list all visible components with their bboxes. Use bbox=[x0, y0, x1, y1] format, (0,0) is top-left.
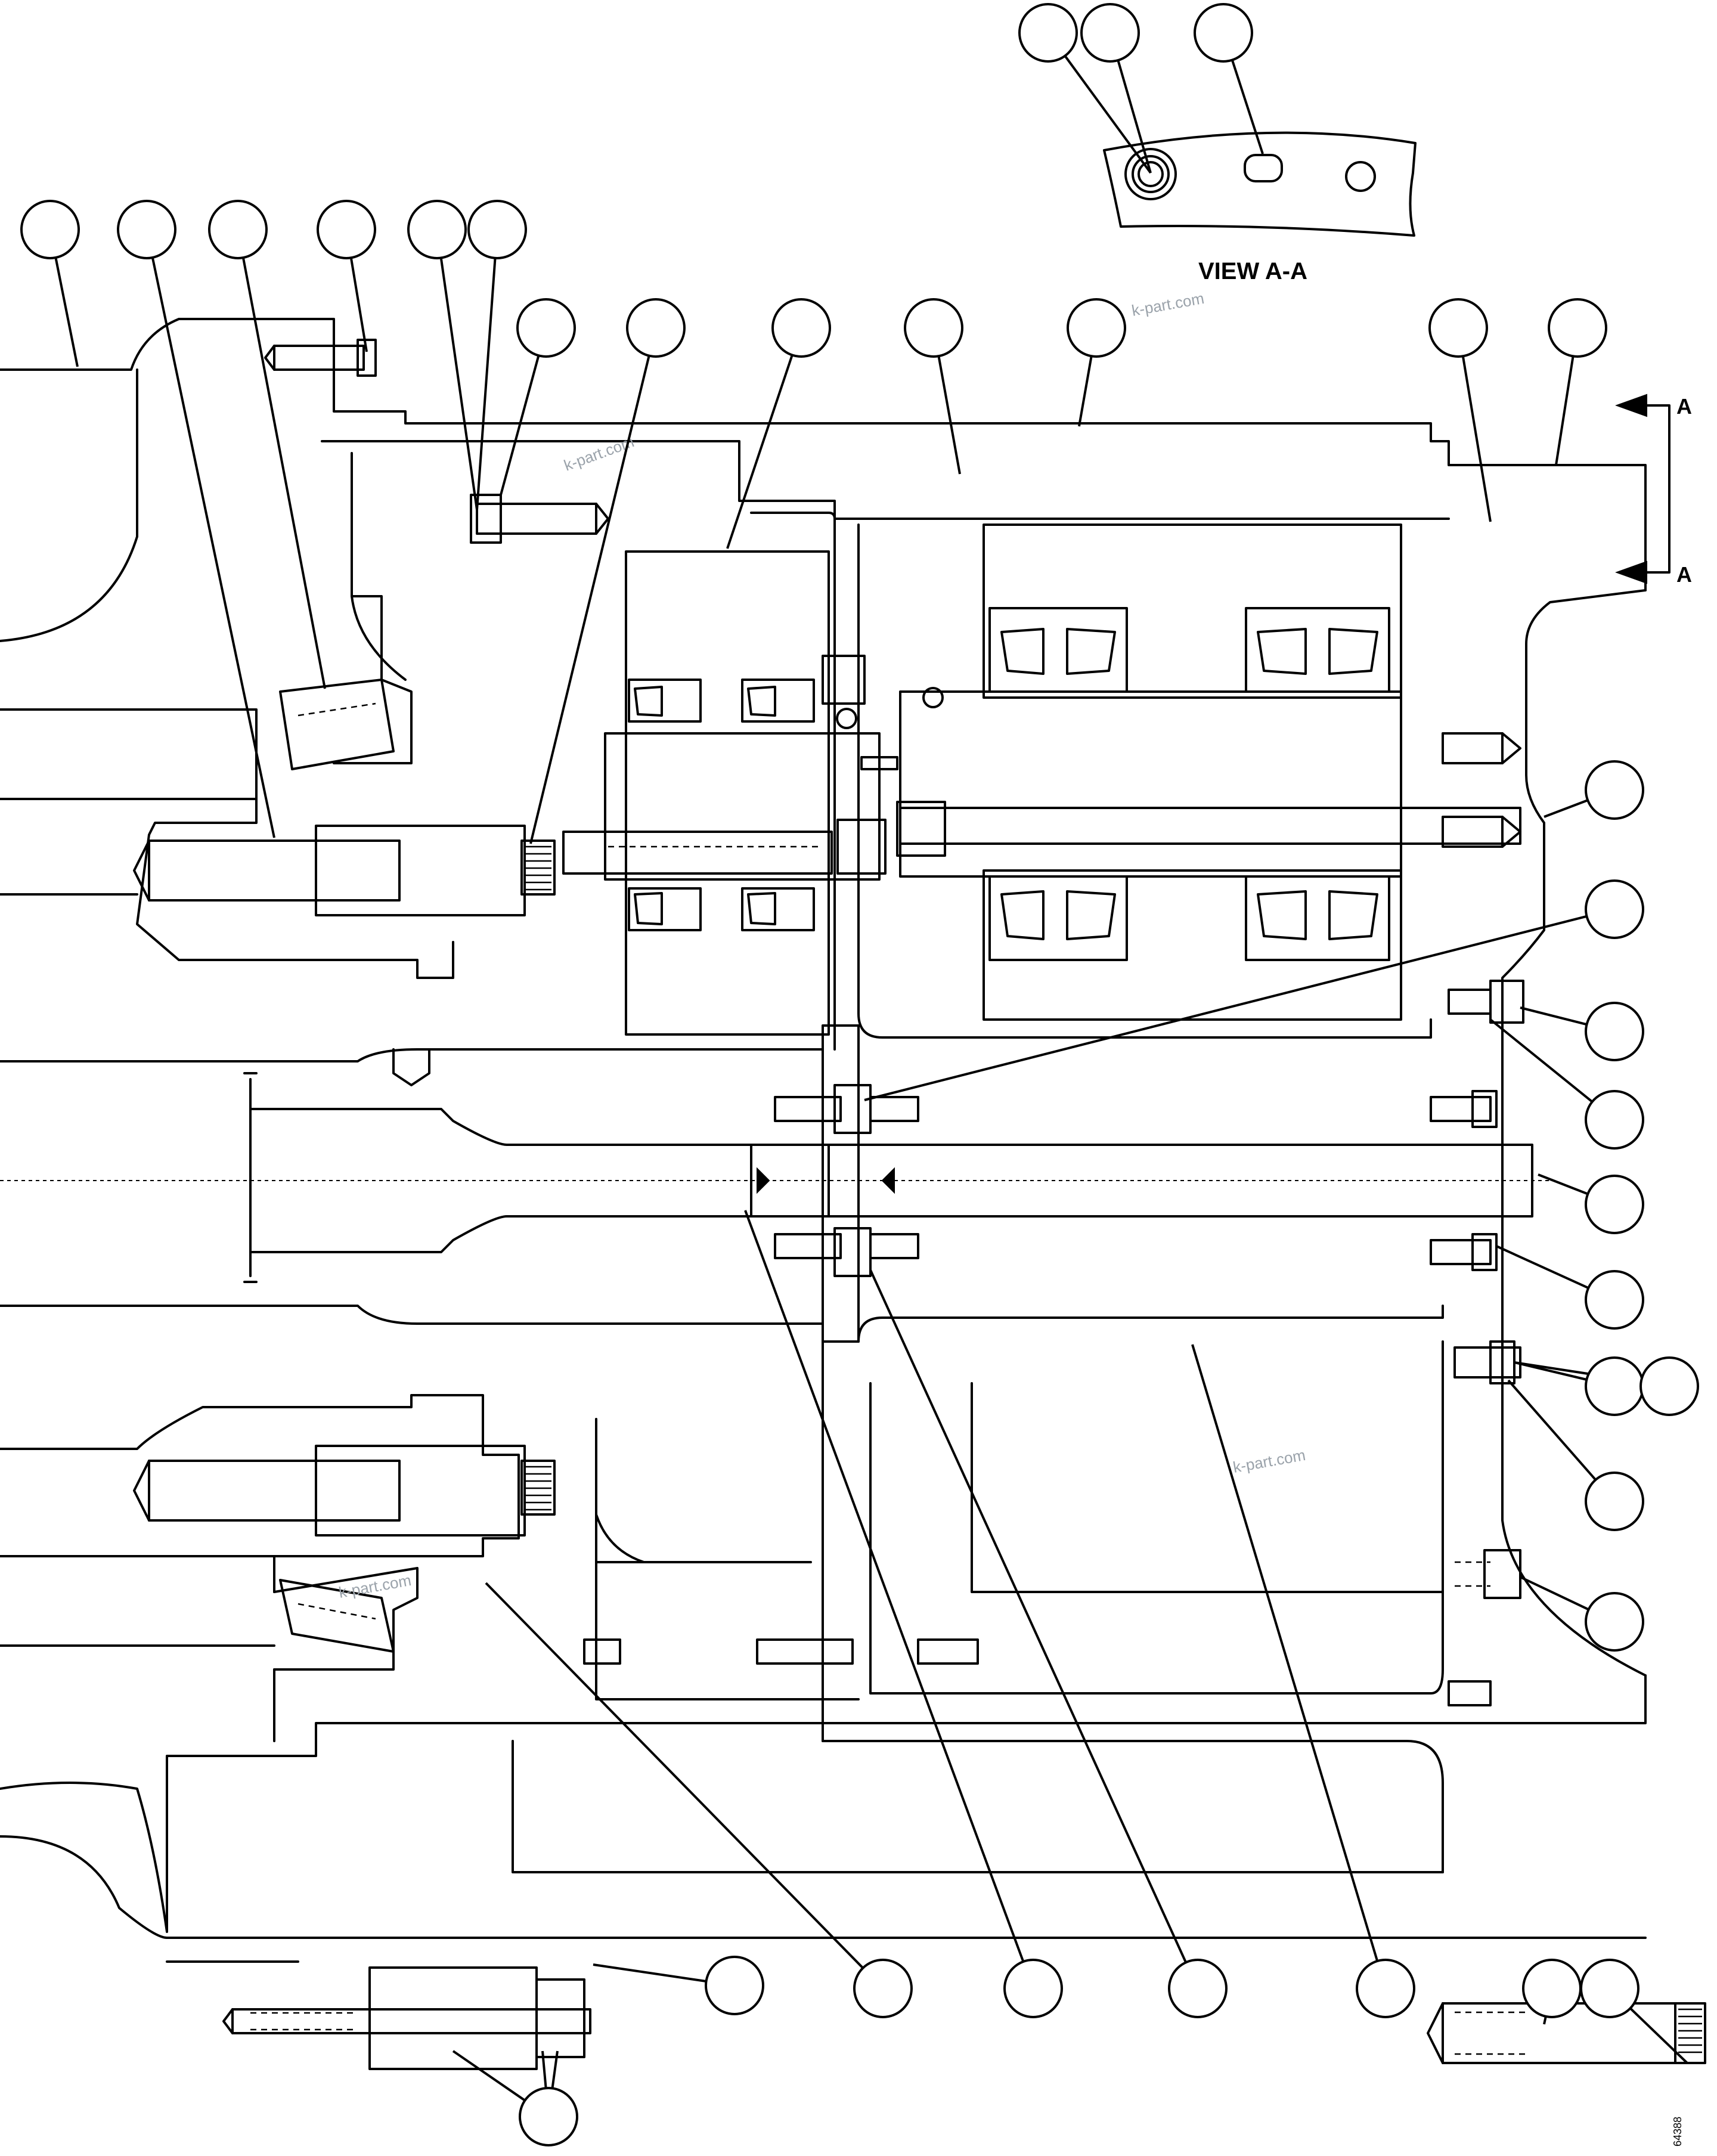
spline bbox=[520, 840, 1706, 2064]
watermark: k-part.com bbox=[1232, 1446, 1307, 1476]
drawing-code: 64388 bbox=[1672, 2117, 1684, 2146]
leader-line bbox=[1496, 1245, 1589, 1289]
section-letter-bottom: A bbox=[1676, 562, 1692, 587]
callout-balloon[interactable] bbox=[771, 298, 831, 358]
leader-line bbox=[54, 257, 79, 367]
callout-balloon[interactable] bbox=[1585, 1270, 1644, 1330]
callout-balloon[interactable] bbox=[1585, 1356, 1644, 1416]
callout-balloon[interactable] bbox=[1194, 3, 1253, 63]
callout-balloon[interactable] bbox=[1003, 1959, 1063, 2018]
leader-line bbox=[1507, 1379, 1597, 1481]
callout-balloon[interactable] bbox=[1018, 3, 1078, 63]
leader-line bbox=[593, 1963, 706, 1982]
callout-balloon[interactable] bbox=[519, 2087, 578, 2146]
callout-balloon[interactable] bbox=[1585, 1002, 1644, 1061]
leader-line bbox=[1538, 1173, 1589, 1195]
callout-balloon[interactable] bbox=[1428, 298, 1488, 358]
callout-balloon[interactable] bbox=[1356, 1959, 1415, 2018]
leader-line bbox=[541, 2050, 547, 2089]
lower-housing bbox=[0, 1024, 1676, 2070]
leader-line bbox=[869, 1269, 1187, 1963]
leader-line bbox=[1544, 799, 1588, 818]
callout-balloon[interactable] bbox=[904, 298, 963, 358]
callout-balloons bbox=[20, 3, 1699, 2146]
leader-line bbox=[1543, 2016, 1547, 2025]
leader-line bbox=[551, 2050, 559, 2089]
right-bolts bbox=[583, 980, 1524, 1706]
callout-balloon[interactable] bbox=[1067, 298, 1126, 358]
leader-line bbox=[452, 2050, 526, 2102]
leader-line bbox=[1078, 355, 1093, 427]
leader-line bbox=[726, 354, 794, 549]
callout-balloon[interactable] bbox=[1580, 1959, 1639, 2018]
callout-balloon[interactable] bbox=[407, 200, 467, 259]
leader-line bbox=[1520, 1576, 1589, 1611]
leader-line bbox=[476, 258, 497, 510]
callout-balloon[interactable] bbox=[1168, 1959, 1228, 2018]
callout-balloon[interactable] bbox=[20, 200, 80, 259]
leader-line bbox=[485, 1582, 864, 1969]
callout-balloon[interactable] bbox=[1080, 3, 1140, 63]
callout-balloon[interactable] bbox=[117, 200, 176, 259]
view-title: VIEW A-A bbox=[1198, 258, 1307, 284]
leader-line bbox=[744, 1210, 1025, 1962]
leader-line bbox=[349, 258, 368, 352]
callout-balloon[interactable] bbox=[208, 200, 268, 259]
leader-line bbox=[439, 258, 478, 510]
view-a-a-inset: VIEW A-A bbox=[1103, 131, 1417, 284]
leader-line bbox=[864, 915, 1587, 1101]
callout-balloon[interactable] bbox=[1585, 1175, 1644, 1234]
leader-line bbox=[1064, 55, 1152, 174]
leader-line bbox=[500, 355, 540, 495]
leader-lines bbox=[54, 55, 1688, 2102]
callout-balloon[interactable] bbox=[1585, 1472, 1644, 1531]
callout-balloon[interactable] bbox=[853, 1959, 913, 2018]
leader-line bbox=[1520, 1006, 1587, 1026]
leader-line bbox=[1555, 356, 1575, 466]
left-bolts bbox=[133, 339, 609, 1653]
callout-balloon[interactable] bbox=[1639, 1356, 1699, 1416]
bearing-assembly-upper bbox=[520, 518, 1706, 2064]
callout-balloon[interactable] bbox=[1522, 1959, 1582, 2018]
leader-line bbox=[241, 257, 326, 689]
leader-line bbox=[1191, 1344, 1379, 1962]
callout-balloon[interactable] bbox=[626, 298, 686, 358]
leader-line bbox=[1461, 356, 1492, 522]
watermark: k-part.com bbox=[1130, 289, 1205, 320]
callout-balloon[interactable] bbox=[1585, 1090, 1644, 1150]
leader-line bbox=[151, 257, 275, 838]
roller-bearing bbox=[628, 607, 1390, 961]
callout-balloon[interactable] bbox=[516, 298, 576, 358]
callout-balloon[interactable] bbox=[467, 200, 527, 259]
callout-balloon[interactable] bbox=[1548, 298, 1607, 358]
leader-line bbox=[1117, 60, 1152, 174]
leader-line bbox=[937, 355, 961, 475]
lower-bolt bbox=[222, 1966, 591, 2070]
leader-line bbox=[1629, 2007, 1688, 2064]
leader-line bbox=[1489, 1018, 1593, 1103]
section-letter-top: A bbox=[1676, 394, 1692, 419]
callout-balloon[interactable] bbox=[1585, 879, 1644, 939]
housing bbox=[0, 318, 1647, 1939]
leader-line bbox=[529, 355, 650, 844]
section-marker: A A bbox=[1615, 394, 1692, 587]
callout-balloon[interactable] bbox=[705, 1956, 764, 2015]
leader-line bbox=[1231, 60, 1264, 154]
callout-balloon[interactable] bbox=[1585, 1592, 1644, 1652]
callout-balloon[interactable] bbox=[317, 200, 376, 259]
callout-balloon[interactable] bbox=[1585, 760, 1644, 820]
